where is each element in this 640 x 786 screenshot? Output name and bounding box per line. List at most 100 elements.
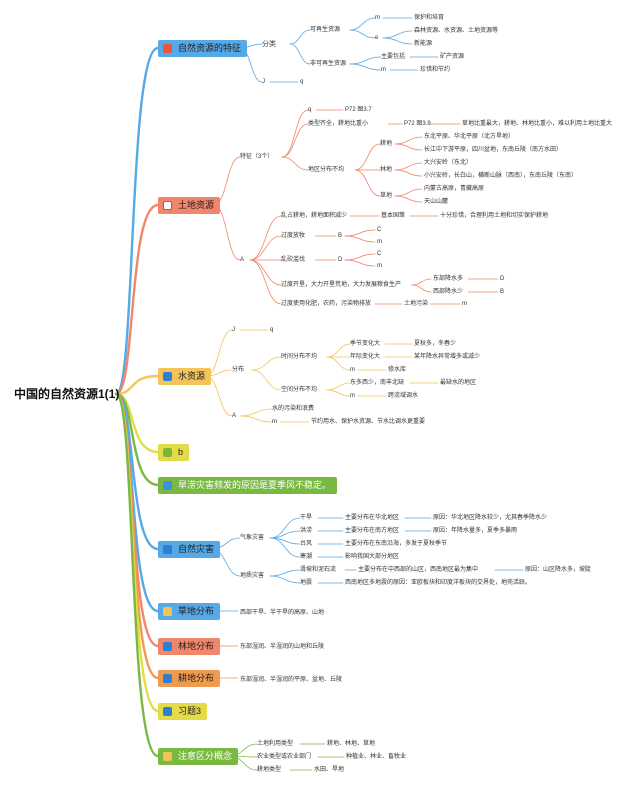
- label-q: q: [308, 107, 312, 113]
- label-q: q: [270, 327, 274, 333]
- label-new-energy: 新能源: [414, 41, 433, 47]
- connector: [289, 43, 311, 65]
- label-deforestation: 乱砍滥伐: [281, 257, 306, 263]
- label-nonrenewable: 非可再生资源: [310, 61, 347, 67]
- label-some-years: 某年降水异常增多或减少: [414, 354, 481, 360]
- label-m: m: [350, 393, 355, 399]
- label-m: m: [377, 239, 382, 245]
- label-over-reclamation: 过度开垦，大力开垦荒地，大力发展粮食生产: [281, 282, 402, 288]
- connector: [382, 30, 413, 39]
- topic-forest-distribution[interactable]: 林地分布: [158, 638, 221, 655]
- label-forest-water-land: 森林资源、水资源、土地资源等: [414, 28, 499, 34]
- label-summer-autumn: 夏秋多，冬春少: [414, 341, 457, 347]
- connector: [344, 253, 376, 261]
- label-land-use-values: 耕地、林地、草地: [327, 741, 376, 747]
- label-cherish: 珍惜和节约: [420, 67, 451, 73]
- label-xiao-xinganling: 小兴安岭，长白山，横断山脉（西南），东南丘陵（东南）: [424, 173, 578, 179]
- connector: [394, 143, 423, 151]
- label-e: e: [375, 35, 379, 41]
- label-farmland-type: 耕地类型: [257, 767, 282, 773]
- label-b: B: [338, 233, 343, 239]
- label-drought-where: 主要分布在华北地区: [345, 515, 400, 521]
- label-drought: 干旱: [300, 515, 313, 521]
- label-geological: 地质灾害: [240, 573, 265, 579]
- connector: [269, 569, 301, 577]
- label-grassland-where: 西部干旱、半干旱的高原、山地: [240, 610, 325, 616]
- connector: [354, 143, 381, 171]
- label-flood-where: 主要分布在南方地区: [345, 528, 400, 534]
- label-m: m: [375, 15, 380, 21]
- root-topic[interactable]: 中国的自然资源1(1): [14, 387, 120, 401]
- label-soil-pollution: 土地污染: [404, 301, 429, 307]
- label-farmland: 耕地: [380, 141, 393, 147]
- label-landslide-cause: 原因：山区降水多，坡陡: [525, 567, 592, 573]
- label-classify: 分类: [262, 41, 276, 48]
- label-cold-wave-where: 影响我国大部分地区: [345, 554, 400, 560]
- label-yangtze: 长江中下游平原，四川盆地，东南丘陵（南方水田）: [424, 147, 563, 153]
- connector: [354, 169, 381, 197]
- connector: [239, 408, 273, 417]
- label-protect: 保护和培育: [414, 15, 445, 21]
- label-water-transfer: 跨流域调水: [388, 393, 419, 399]
- label-meteorological: 气象灾害: [240, 535, 265, 541]
- label-grassland: 草地: [380, 193, 393, 199]
- label-landslide: 滑坡和泥石流: [300, 567, 337, 573]
- topic-b[interactable]: b: [158, 444, 190, 461]
- topic-water-resources[interactable]: 水资源: [158, 368, 212, 385]
- label-seasonal: 季节变化大: [350, 341, 381, 347]
- label-c: C: [377, 227, 382, 233]
- topic-natural-resource-features[interactable]: 自然资源的特征: [158, 40, 248, 57]
- label-pollution-waste: 水的污染和浪费: [272, 406, 315, 412]
- label-a: A: [240, 257, 245, 263]
- label-drought-cause: 原因：华北地区降水较少，尤其春季降水少: [433, 515, 548, 521]
- label-d: D: [500, 276, 505, 282]
- disaster-icon: [163, 545, 172, 554]
- label-a: A: [232, 413, 237, 419]
- label-fertilizer-overuse: 过度使用化肥，农药，污染物排放: [281, 301, 372, 307]
- connector: [411, 278, 432, 286]
- label-mainly: 主要包括: [381, 54, 406, 60]
- topic-exercise-3[interactable]: 习题3: [158, 703, 208, 720]
- label-d: D: [338, 257, 343, 263]
- connector: [326, 356, 351, 371]
- topic-grassland-distribution[interactable]: 草地分布: [158, 603, 221, 620]
- label-earthquake: 地震: [300, 580, 313, 586]
- label-features: 特征（3个）: [240, 154, 274, 160]
- connector: [344, 259, 376, 267]
- note-icon: [163, 752, 172, 761]
- connector: [114, 46, 160, 396]
- connector: [394, 188, 423, 197]
- label-east-more-west-less: 东多西少，南丰北缺: [350, 380, 405, 386]
- label-agri-values: 种植业、林业、畜牧业: [346, 754, 407, 760]
- exercise-icon: [163, 707, 172, 716]
- label-plains: 东北平原、华北平原（北方旱地）: [424, 134, 515, 140]
- connector: [344, 229, 376, 237]
- connector: [281, 109, 309, 158]
- connector: [326, 343, 351, 358]
- label-typhoon-where: 主要分布在东南沿海，多发于夏秋季节: [345, 541, 448, 547]
- connector: [289, 29, 311, 45]
- topic-land-resources[interactable]: 土地资源: [158, 197, 221, 214]
- label-agri-type: 农业类型或农业部门: [257, 754, 312, 760]
- label-west-less-rain: 西部降水少: [433, 289, 464, 295]
- label-earthquake-where: 西南地区多地震的原因：亚欧板块和印度洋板块的交界处，地壳活跃。: [345, 580, 532, 586]
- label-forestland: 林地: [380, 167, 393, 173]
- connector: [114, 392, 160, 551]
- topic-farmland-distribution[interactable]: 耕地分布: [158, 670, 221, 687]
- label-farmland-type-values: 水田、旱地: [314, 767, 345, 773]
- connector: [394, 169, 423, 177]
- connector: [114, 374, 160, 396]
- label-m: m: [381, 67, 386, 73]
- topic-natural-disasters[interactable]: 自然灾害: [158, 541, 221, 558]
- flag-icon: [163, 44, 172, 53]
- label-spatial-uneven: 空间分布不均: [281, 387, 318, 393]
- label-interannual: 年际变化大: [350, 354, 381, 360]
- connector: [114, 203, 160, 396]
- label-flood: 洪涝: [300, 528, 313, 534]
- topic-drought-flood-cause[interactable]: 旱涝灾害频发的原因是夏季风不稳定。: [158, 477, 338, 494]
- connector: [394, 195, 423, 203]
- label-occupy-farmland: 乱占耕地，耕地面积减少: [281, 213, 348, 219]
- label-j: J: [262, 79, 265, 85]
- topic-distinguish-concepts[interactable]: 注意区分概念: [158, 748, 239, 765]
- connector: [394, 136, 423, 145]
